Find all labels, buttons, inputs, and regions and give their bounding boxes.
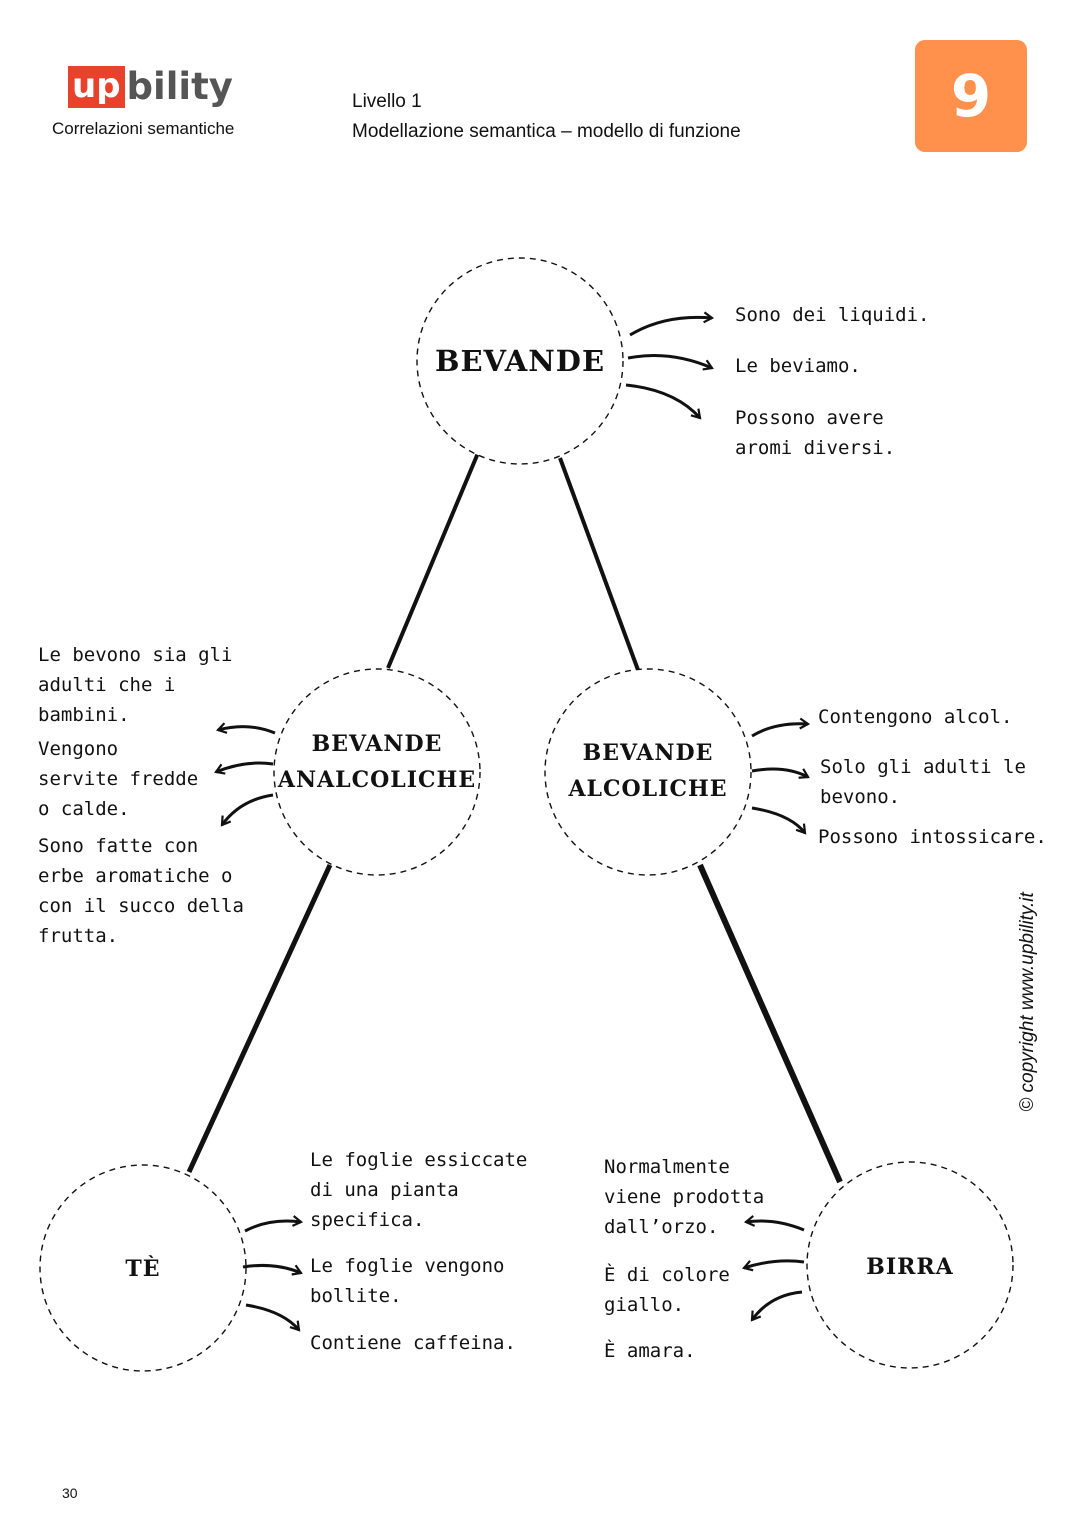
node-label-bevande-alcoliche: BEVANDE ALCOLICHE (568, 740, 728, 802)
connector-left-te (186, 863, 333, 1174)
exercise-number-badge: 9 (915, 40, 1027, 152)
arrow-icon (751, 806, 807, 835)
feature-arrows (214, 311, 811, 1332)
arrow-icon (751, 717, 811, 738)
copyright-notice: © copyright www.upbility.it (1017, 892, 1038, 1112)
arrow-icon (743, 1215, 805, 1232)
upbility-logo: up bility (68, 64, 233, 110)
arrow-icon (244, 1215, 304, 1233)
feature-text-te-3: Contiene caffeina. (310, 1332, 516, 1354)
connector-root-right (558, 457, 640, 671)
logo-bility-text: bility (126, 65, 233, 108)
feature-text-right-3: Possono intossicare. (818, 826, 1047, 848)
arrow-icon (750, 1290, 803, 1322)
arrow-icon (742, 1259, 805, 1272)
node-circle-birra (806, 1161, 1014, 1369)
feature-text-root-3: Possono avere aromi diversi. (735, 407, 896, 459)
arrow-icon (625, 383, 702, 420)
page-number: 30 (62, 1485, 78, 1501)
arrow-icon (629, 311, 715, 337)
node-circle-root (416, 257, 624, 465)
feature-text-root-1: Sono dei liquidi. (735, 304, 930, 326)
feature-text-te-1: Le foglie essiccate di una pianta specif… (310, 1149, 528, 1231)
feature-text-right-2: Solo gli adulti le bevono. (820, 756, 1026, 808)
level-label: Livello 1 (352, 91, 422, 112)
model-label: Modellazione semantica – modello di funz… (352, 121, 741, 142)
series-subtitle: Correlazioni semantiche (52, 119, 235, 138)
arrow-icon (220, 793, 274, 827)
logo-up-text: up (68, 66, 125, 108)
connector-lines (186, 452, 843, 1184)
node-circle-left (273, 668, 481, 876)
arrow-icon (751, 767, 810, 779)
node-label-te: TÈ (125, 1256, 161, 1282)
feature-text-left-3: Sono fatte con erbe aromatiche o con il … (38, 835, 244, 947)
feature-text-right-1: Contengono alcol. (818, 706, 1013, 728)
node-label-birra: BIRRA (866, 1254, 954, 1280)
connector-root-left (386, 452, 480, 669)
exercise-heading: Livello 1 Modellazione semantica – model… (352, 87, 741, 147)
feature-text-birra-3: È amara. (604, 1340, 696, 1362)
arrow-icon (245, 1303, 301, 1332)
feature-text-birra-2: È di colore giallo. (604, 1264, 730, 1316)
connector-right-birra (697, 863, 843, 1184)
feature-text-root-2: Le beviamo. (735, 355, 861, 377)
feature-text-left-1: Le bevono sia gli adulti che i bambini. (38, 644, 233, 726)
arrow-icon (627, 354, 714, 371)
arrow-icon (215, 722, 276, 735)
arrow-icon (214, 761, 274, 775)
feature-text-te-2: Le foglie vengono bollite. (310, 1255, 505, 1307)
node-label-bevande-analcoliche: BEVANDE ANALCOLICHE (277, 731, 477, 793)
node-label-bevande: BEVANDE (434, 344, 606, 378)
node-circle-right (544, 668, 752, 876)
feature-text-birra-1: Normalmente viene prodotta dall’orzo. (604, 1156, 765, 1238)
feature-text-left-2: Vengono servite fredde o calde. (38, 738, 199, 820)
arrow-icon (242, 1264, 303, 1276)
node-circles (39, 257, 1014, 1372)
